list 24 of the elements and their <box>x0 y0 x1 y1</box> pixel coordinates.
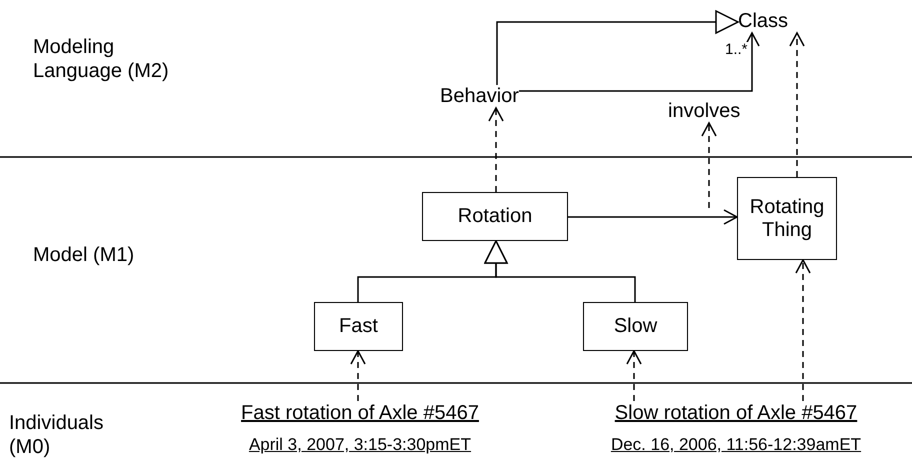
date-link: Dec. 16, 2006, 11:56-12:39amET <box>610 435 862 455</box>
dependency-arrow <box>789 32 805 177</box>
concept-label: Behavior <box>440 85 519 108</box>
date-link: April 3, 2007, 3:15-3:30pmET <box>248 435 472 455</box>
layer-label: Model (M1) <box>33 243 136 267</box>
individual-link: Slow rotation of Axle #5467 <box>614 401 858 425</box>
dependency-arrow <box>488 107 504 192</box>
association-arrow <box>518 32 760 92</box>
concept-label: involves <box>668 100 740 123</box>
layer-label: Individuals (M0) <box>9 411 105 459</box>
generalization-arrow <box>484 240 636 302</box>
dependency-arrow <box>795 259 811 401</box>
generalization-arrow <box>496 10 739 85</box>
layer-label: Modeling Language (M2) <box>33 35 170 83</box>
association-arrow <box>568 209 738 225</box>
class-box: Slow <box>583 302 688 351</box>
class-box: Rotation <box>422 192 568 241</box>
concept-label: Class <box>738 10 788 33</box>
dependency-arrow <box>626 350 642 401</box>
dependency-arrow <box>701 122 717 208</box>
individual-link: Fast rotation of Axle #5467 <box>240 401 480 425</box>
class-box: Rotating Thing <box>737 177 837 260</box>
dependency-arrow <box>350 350 366 401</box>
class-box: Fast <box>314 302 403 351</box>
